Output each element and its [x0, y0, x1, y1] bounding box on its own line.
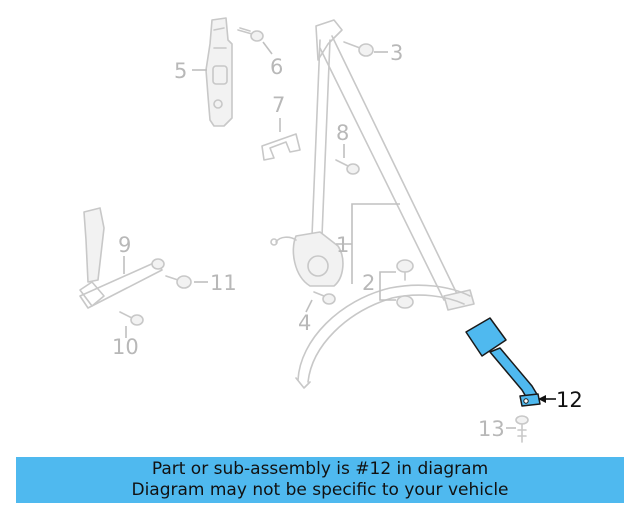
- callout-8: 8: [336, 121, 349, 145]
- callout-3: 3: [390, 41, 403, 65]
- part-1-belt-assembly: [270, 19, 475, 311]
- callout-9: 9: [118, 233, 131, 257]
- part-10-bolt: [119, 311, 144, 326]
- banner-line-1: Part or sub-assembly is #12 in diagram: [151, 459, 489, 479]
- banner-line-2: Diagram may not be specific to your vehi…: [131, 480, 509, 500]
- part-4-bolt: [313, 291, 336, 305]
- callout-10: 10: [112, 335, 139, 359]
- part-7-clip: [261, 133, 301, 161]
- callout-6: 6: [270, 55, 283, 79]
- part-11-bolt: [165, 275, 192, 289]
- part-5-bracket: [205, 17, 233, 127]
- callout-11: 11: [210, 271, 237, 295]
- part-13-bolt: [515, 415, 529, 443]
- callout-12: 12: [556, 388, 583, 412]
- part-8-bolt: [335, 159, 360, 175]
- callout-7: 7: [272, 93, 285, 117]
- part-6-bolt: [237, 27, 264, 42]
- part-3-bolt: [343, 41, 374, 57]
- callout-4: 4: [298, 311, 311, 335]
- callout-5: 5: [174, 59, 187, 83]
- info-banner: Part or sub-assembly is #12 in diagram D…: [16, 457, 624, 503]
- callout-13: 13: [478, 417, 505, 441]
- part-12-buckle-highlighted: [465, 317, 541, 407]
- callout-1: 1: [336, 233, 349, 257]
- callout-2: 2: [362, 271, 375, 295]
- part-9-buckle-assembly: [79, 207, 165, 309]
